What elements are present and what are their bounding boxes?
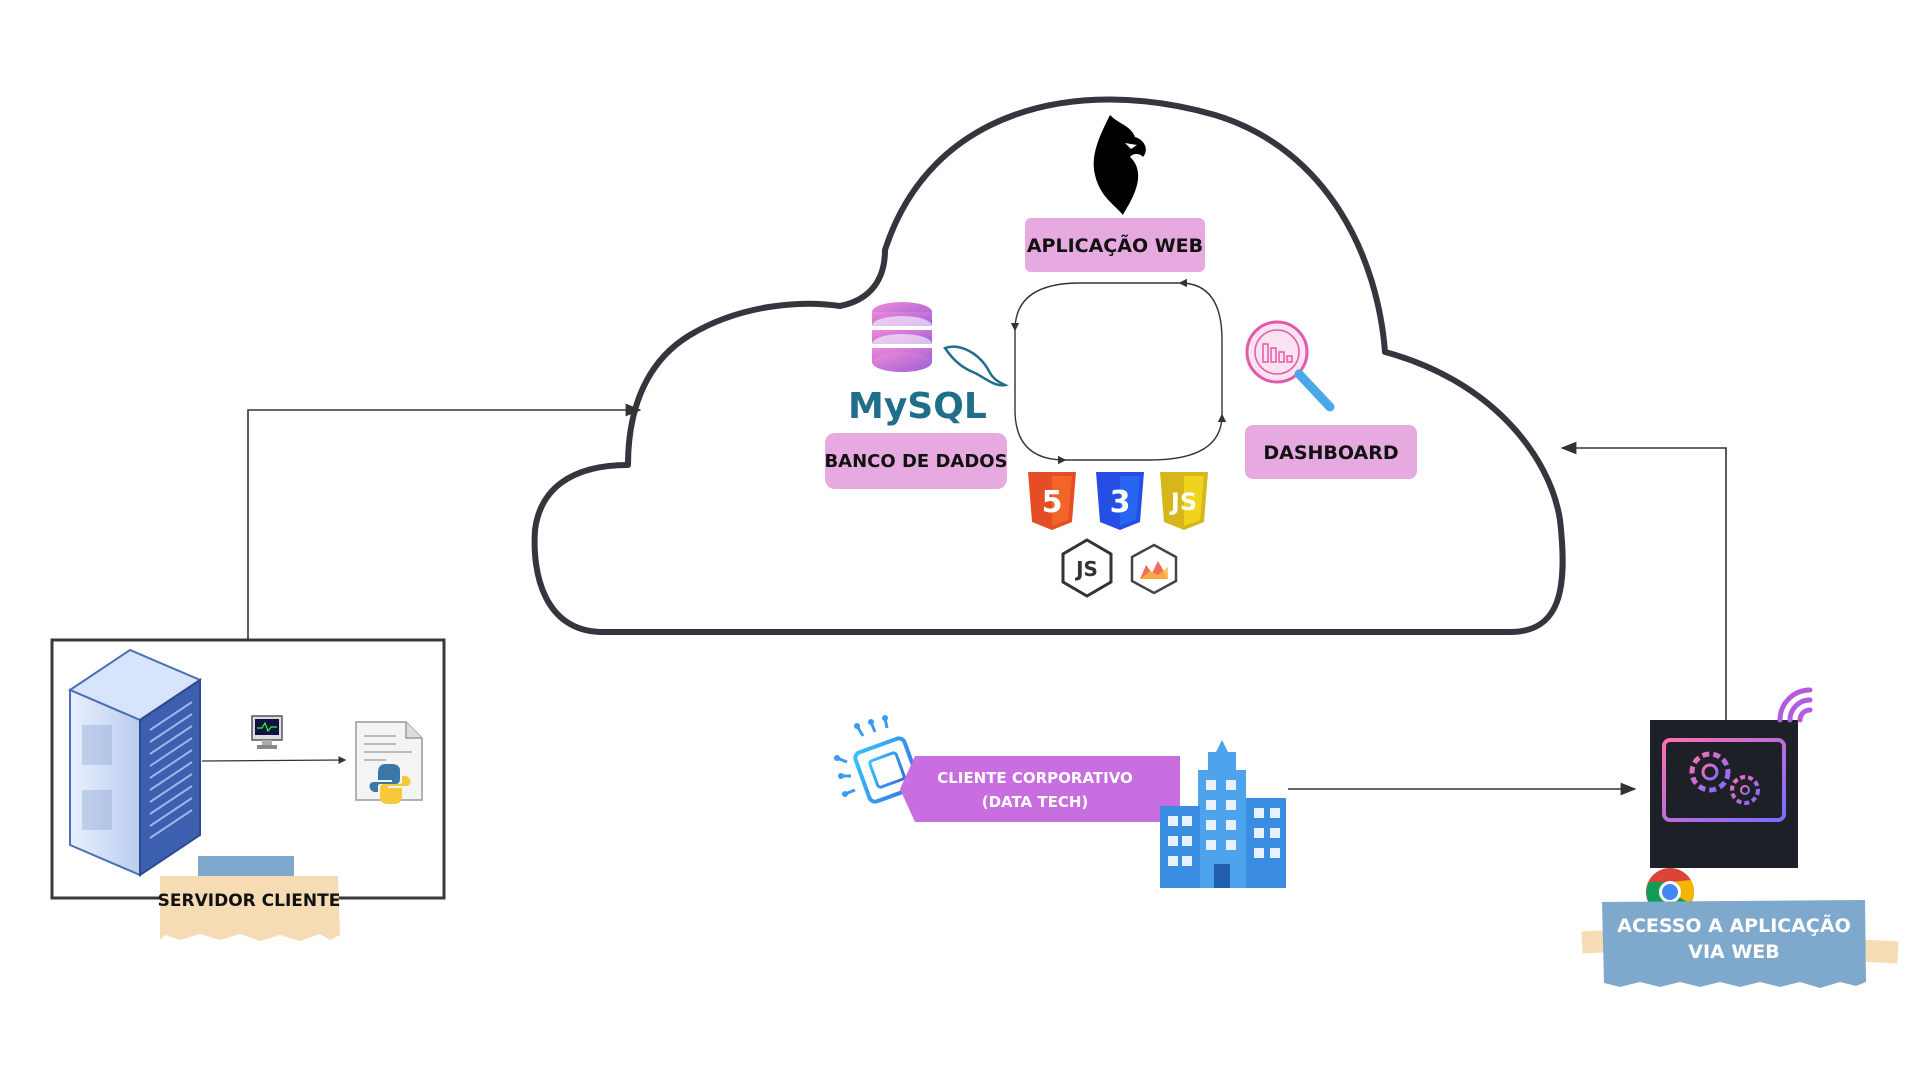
html5-badge: 5 xyxy=(1042,485,1063,520)
js-icon: JS xyxy=(1160,472,1208,530)
chartjs-icon xyxy=(1130,543,1178,595)
flow-cycle xyxy=(1010,278,1227,465)
css3-icon: 3 xyxy=(1096,472,1144,530)
dashboard-label: DASHBOARD xyxy=(1263,442,1398,464)
app-label: APLICAÇÃO WEB xyxy=(1027,233,1203,257)
web-access-label-box xyxy=(1602,900,1866,988)
web-to-cloud-arrow xyxy=(1560,441,1727,720)
db-label: BANCO DE DADOS xyxy=(824,451,1007,472)
server-tape-label xyxy=(160,876,340,941)
chip-icon xyxy=(834,715,921,804)
server-rack-icon xyxy=(67,648,203,877)
html5-icon: 5 xyxy=(1028,472,1076,530)
dashboard-label-box xyxy=(1245,425,1417,479)
js-badge: JS xyxy=(1169,488,1197,516)
gear-monitor-icon xyxy=(1650,720,1798,868)
corporate-line1: CLIENTE CORPORATIVO xyxy=(937,769,1133,787)
eagle-logo-icon xyxy=(1093,115,1146,215)
python-file-icon xyxy=(355,721,423,804)
nodejs-icon: JS xyxy=(1061,538,1113,598)
building-icon xyxy=(1160,740,1286,888)
app-label-box xyxy=(1025,218,1205,272)
corporate-banner xyxy=(900,756,1180,822)
db-label-box xyxy=(825,433,1007,489)
server-to-file-arrow xyxy=(201,756,347,764)
mysql-dolphin-icon xyxy=(943,345,1009,387)
css3-badge: 3 xyxy=(1110,485,1131,520)
database-icon xyxy=(872,302,932,372)
server-label: SERVIDOR CLIENTE xyxy=(158,891,341,911)
server-to-cloud-arrow xyxy=(247,403,642,640)
monitor-icon xyxy=(251,715,283,749)
web-access-line2: VIA WEB xyxy=(1688,941,1780,963)
cloud-shape xyxy=(531,96,1566,635)
node-badge: JS xyxy=(1074,557,1098,581)
corporate-line2: (DATA TECH) xyxy=(982,793,1089,811)
mysql-text: MySQL xyxy=(848,386,987,427)
wifi-icon xyxy=(1777,687,1813,723)
dashboard-search-icon xyxy=(1245,320,1335,412)
web-access-line1: ACESSO A APLICAÇÃO xyxy=(1617,913,1850,937)
